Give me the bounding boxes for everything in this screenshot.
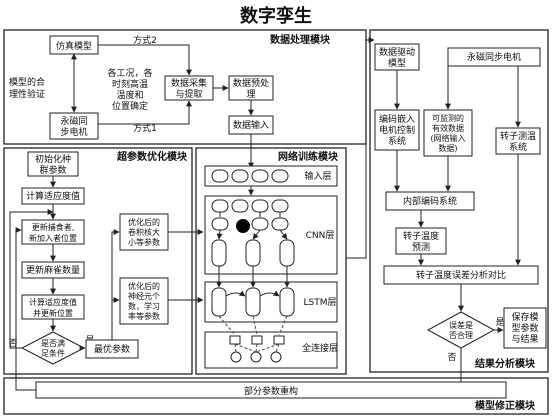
- preprocess-label-2: 理: [246, 89, 255, 100]
- save-label-3: 与结果: [511, 333, 538, 345]
- opt-cnn-box: [119, 213, 169, 251]
- collect-label-1: 数据采集: [171, 77, 207, 89]
- init-label-1: 初始化种: [35, 153, 71, 165]
- pmsm-box: [49, 112, 99, 140]
- arrow-sim-to-collect: [98, 44, 192, 76]
- embed-label-1: 编码嵌入: [379, 113, 415, 125]
- driven-model-label-2: 模型: [388, 58, 406, 69]
- module-title-network: 网络训练模块: [278, 150, 339, 163]
- opt-cnn-label-3: 小等参数: [128, 237, 160, 247]
- conditions-label-2: 时刻高温: [112, 78, 148, 90]
- input-layer-nodes: [211, 169, 289, 183]
- internal-encode-label: 内部编码系统: [403, 195, 457, 207]
- monitor-label-2: 有效数据: [432, 123, 464, 133]
- fc-layer-nodes: [229, 335, 285, 363]
- result-pmsm-box: [447, 47, 541, 67]
- error-compare-label: 转子温度误差分析对比: [416, 269, 506, 281]
- rotor-sensor-label-2: 系统: [509, 141, 527, 153]
- update-pos-label-2: 新加入者位置: [29, 233, 77, 243]
- embed-label-2: 电机控制: [379, 124, 415, 136]
- arrow-network-to-encode: [346, 37, 375, 259]
- error-ok-label-1: 误差是: [449, 320, 473, 330]
- rotor-predict-label-2: 预测: [412, 242, 430, 253]
- sim-model-label: 仿真模型: [56, 40, 92, 52]
- arrow-pmsm-to-collect: [98, 100, 192, 125]
- fitness1-label: 计算适应度值: [26, 190, 80, 202]
- condition-label-2: 足条件: [41, 348, 65, 358]
- monitor-label-3: (网络输入: [430, 133, 465, 143]
- pmsm-label-1: 永磁同: [60, 115, 87, 127]
- opt-lstm-label-4: 率等参数: [128, 311, 160, 321]
- internal-encode-box: [385, 191, 475, 211]
- error-ok-yes-label: 是: [495, 317, 504, 328]
- fc-layer-box: [204, 331, 338, 369]
- validation-label-1: 模型的合: [9, 76, 45, 88]
- module-title-hyperparam: 超参数优化模块: [116, 150, 188, 163]
- error-ok-no-label: 否: [447, 352, 456, 363]
- opt-lstm-box: [119, 277, 169, 325]
- input-layer-label: 输入层: [304, 170, 331, 182]
- update-pos-label-1: 更新捕食者,: [32, 222, 75, 232]
- rebuild-label: 部分参数重构: [244, 385, 298, 397]
- module-title-result: 结果分析模块: [475, 357, 536, 370]
- lstm-layer-box: [204, 281, 338, 323]
- conditions-label-4: 位置确定: [112, 100, 148, 112]
- arrow-rebuild-to-fit: [15, 227, 36, 391]
- lstm-layer-label: LSTM层: [304, 297, 337, 308]
- opt-cnn-label-2: 卷积核大: [128, 227, 160, 237]
- opt-lstm-label-2: 神经元个: [128, 291, 160, 301]
- driven-model-label-1: 数据驱动: [379, 46, 415, 58]
- condition-diamond: [20, 331, 86, 365]
- rotor-predict-box: [395, 227, 447, 255]
- conditions-label-3: 温度和: [116, 89, 143, 101]
- error-ok-diamond: [426, 311, 496, 349]
- module-title-data-processing: 数据处理模块: [270, 33, 331, 46]
- lstm-layer-nodes: [211, 287, 295, 317]
- collect-box: [164, 75, 214, 101]
- network-connections: [216, 212, 290, 353]
- pmsm-label-2: 步电机: [60, 126, 87, 138]
- module-title-correction: 模型修正模块: [475, 399, 536, 412]
- panel-network-training: [195, 147, 347, 375]
- condition-no-label: 否: [8, 338, 17, 349]
- best-params-label: 最优参数: [94, 343, 130, 355]
- opt-lstm-label-3: 数，学习: [128, 301, 160, 311]
- save-box: [503, 307, 547, 349]
- condition-label-1: 是否满: [41, 338, 65, 348]
- rotor-sensor-label-1: 转子测温: [500, 130, 536, 142]
- panel-result-analysis: [369, 29, 549, 373]
- fitness2-label-2: 并更新位置: [33, 308, 73, 318]
- conditions-label-1: 各工况，各: [107, 67, 152, 79]
- panel-model-correction: [3, 377, 549, 415]
- validation-label-2: 理性验证: [9, 88, 45, 100]
- fc-layer-label: 全连接层: [302, 342, 338, 354]
- update-count-label: 更新麻雀数量: [26, 264, 80, 276]
- monitor-box: [423, 109, 473, 157]
- monitor-label-4: 数据): [438, 143, 457, 153]
- data-input-label: 数据输入: [233, 119, 269, 131]
- rotor-predict-label-1: 转子温度: [403, 230, 439, 242]
- diagram-title: 数字孪生: [240, 5, 312, 27]
- init-label-2: 群参数: [39, 164, 66, 176]
- init-box: [27, 151, 79, 177]
- preprocess-label-1: 数据预处: [233, 77, 269, 89]
- result-pmsm-label: 永磁同步电机: [467, 51, 521, 63]
- opt-cnn-label-1: 优化后的: [128, 217, 160, 227]
- monitor-label-1: 可监测的: [432, 113, 464, 123]
- embed-label-3: 系统: [388, 135, 406, 147]
- cnn-layer-label: CNN层: [306, 230, 335, 241]
- error-ok-label-2: 否合理: [449, 330, 473, 340]
- method1-label: 方式1: [133, 122, 157, 134]
- fitness2-label-1: 计算适应度值: [29, 297, 77, 307]
- arrow-best-to-opt: [111, 229, 120, 340]
- collect-label-2: 与提取: [175, 89, 202, 100]
- panel-hyperparam: [3, 147, 193, 375]
- driven-model-box: [374, 43, 420, 71]
- method2-label: 方式2: [133, 34, 157, 46]
- rotor-sensor-box: [495, 127, 541, 155]
- opt-lstm-label-1: 优化后的: [128, 281, 160, 291]
- save-label-1: 保存模: [511, 311, 538, 323]
- save-label-2: 型参数: [511, 322, 538, 334]
